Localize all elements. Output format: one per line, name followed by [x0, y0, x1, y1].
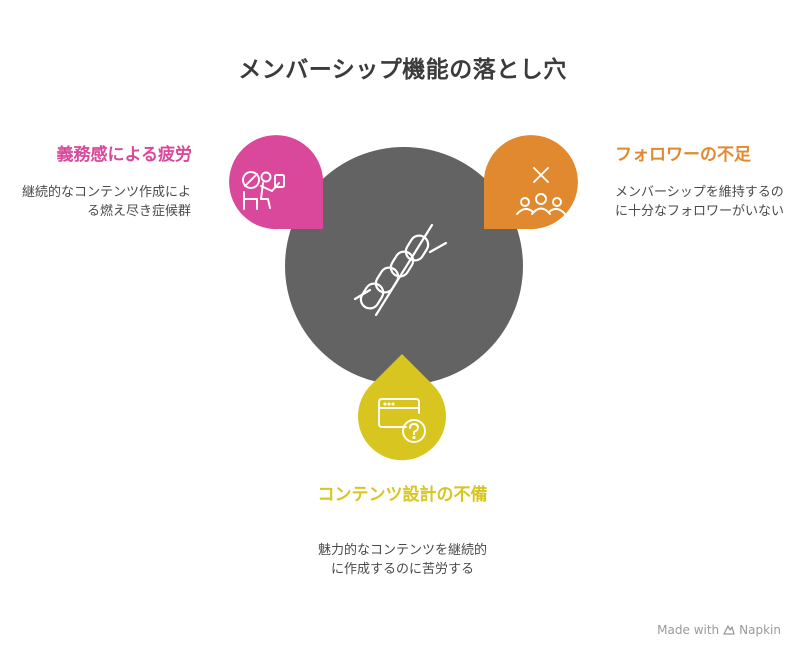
left-bubble — [229, 135, 324, 230]
napkin-brand: Napkin — [739, 623, 781, 637]
bottom-description: 魅力的なコンテンツを継続的に作成するのに苦労する — [317, 543, 487, 577]
page-title: メンバーシップ機能の落とし穴 — [238, 57, 567, 83]
bottom-heading: コンテンツ設計の不備 — [317, 485, 488, 505]
right-description: メンバーシップを維持するのに十分なフォロワーがいない — [615, 185, 785, 219]
exhausted-person-icon — [242, 171, 285, 210]
right-heading: フォロワーの不足 — [615, 145, 751, 165]
group-cross-icon — [516, 167, 566, 215]
center-circle — [285, 147, 523, 385]
left-heading: 義務感による疲労 — [56, 145, 193, 165]
right-bubble — [483, 135, 578, 230]
napkin-logo-icon — [723, 625, 735, 635]
left-description: 継続的なコンテンツ作成による燃え尽き症候群 — [21, 185, 191, 219]
footer-credit[interactable]: Made with Napkin — [657, 623, 781, 637]
made-with-label: Made with — [657, 623, 720, 637]
chain-link-icon — [353, 223, 448, 317]
window-question-icon — [378, 398, 426, 443]
